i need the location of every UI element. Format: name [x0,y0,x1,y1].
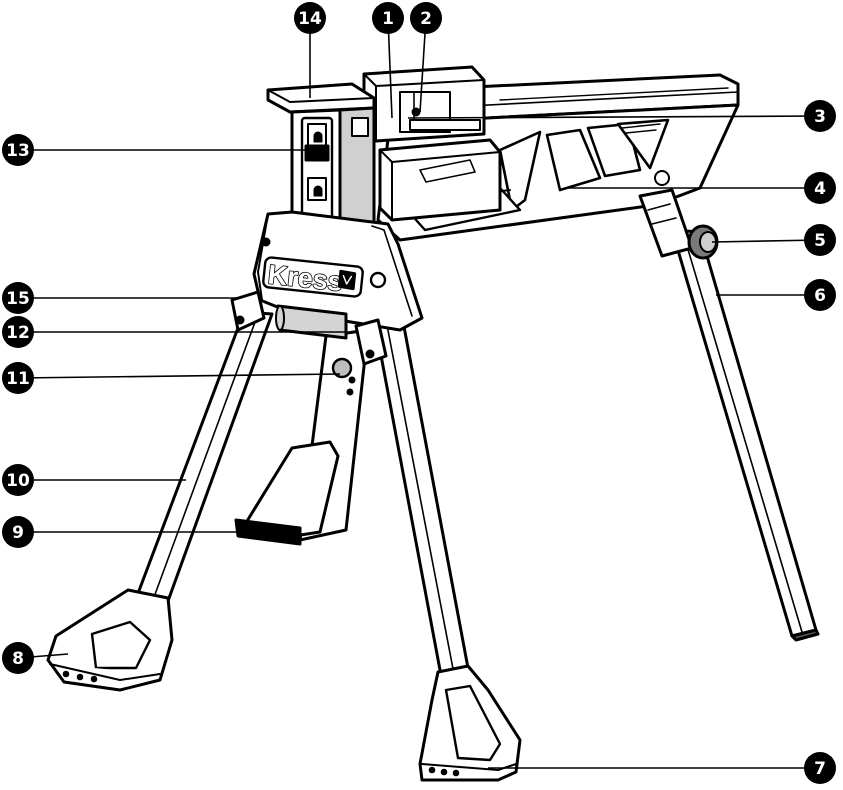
front-jaw-post [266,82,376,234]
callout-9: 9 [2,516,282,548]
callout-badge-3 [804,100,836,132]
front-right-leg [372,314,522,782]
callout-leader-5 [711,239,821,243]
callout-number-2: 2 [420,9,432,29]
callout-badge-1 [372,2,404,34]
callout-5: 5 [711,224,836,256]
callout-badge-14 [294,2,326,34]
callout-badge-12 [2,316,34,348]
rear-right-leg [670,228,820,642]
callout-number-13: 13 [6,141,30,161]
callout-number-15: 15 [6,289,30,309]
callout-6: 6 [716,279,836,311]
callout-15: 15 [2,282,238,314]
callout-number-9: 9 [12,523,24,543]
callout-3: 3 [407,100,836,132]
front-left-leg [46,310,274,692]
callout-badge-5 [804,224,836,256]
callout-2: 2 [410,2,442,113]
callout-number-11: 11 [6,369,30,389]
callout-1: 1 [372,2,404,119]
callout-leader-11 [17,373,341,379]
clamp-jaw [362,65,486,143]
callout-8: 8 [2,642,69,674]
callout-badge-4 [804,172,836,204]
callout-number-7: 7 [814,759,826,779]
callout-number-6: 6 [814,286,826,306]
callout-badge-6 [804,279,836,311]
callout-badge-13 [2,134,34,166]
pedal-arm [234,328,370,546]
callout-11: 11 [2,362,341,394]
callout-number-14: 14 [298,9,322,29]
callout-badge-9 [2,516,34,548]
callout-13: 13 [2,134,322,166]
callout-10: 10 [2,464,186,496]
callout-leader-3 [407,115,821,119]
callout-badge-8 [2,642,34,674]
callout-number-12: 12 [6,323,30,343]
callout-4: 4 [568,172,836,204]
callout-badge-11 [2,362,34,394]
rear-hinge [638,188,694,258]
front-housing: Kress [230,210,424,366]
callout-badge-10 [2,464,34,496]
callout-badge-2 [410,2,442,34]
callout-number-5: 5 [814,231,826,251]
clamp-arm [378,138,502,222]
callout-14: 14 [294,2,326,98]
callout-number-4: 4 [814,179,826,199]
callout-badge-15 [2,282,34,314]
callout-leader-1 [387,17,393,119]
callout-number-8: 8 [12,649,24,669]
callout-7: 7 [488,752,836,784]
callout-number-10: 10 [6,471,30,491]
callout-number-1: 1 [382,9,394,29]
callout-12: 12 [2,316,346,348]
callout-number-3: 3 [814,107,826,127]
callout-badge-7 [804,752,836,784]
